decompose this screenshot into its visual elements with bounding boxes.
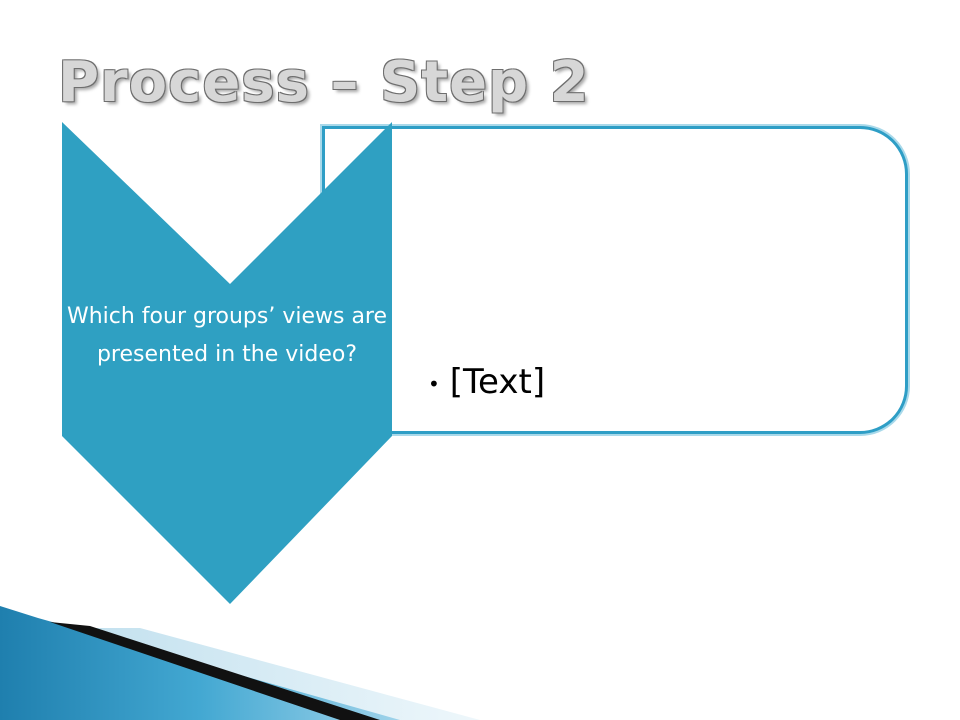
- content-box: [322, 126, 908, 434]
- slide-title: Process – Step 2: [58, 50, 590, 115]
- corner-blue-band: [0, 606, 400, 720]
- bullet-list: • [Text]: [428, 356, 545, 410]
- step-label: Which four groups’ views are presented i…: [66, 304, 388, 367]
- bullet-dot-icon: •: [428, 371, 440, 396]
- bullet-text: [Text]: [449, 362, 546, 402]
- bullet-item: • [Text]: [428, 356, 545, 410]
- corner-dark-stripe: [50, 622, 380, 720]
